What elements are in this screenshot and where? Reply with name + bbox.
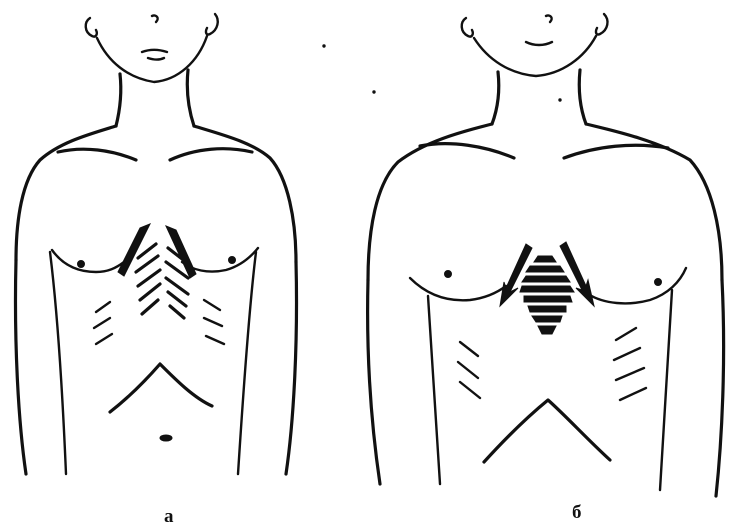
neck-right <box>579 70 586 124</box>
right-ear <box>206 14 218 35</box>
pectoral-line-left <box>410 278 506 300</box>
collarbone-left <box>420 144 514 158</box>
rib-left-1 <box>460 342 478 356</box>
rib-left-3 <box>96 334 112 344</box>
panel-b-figure <box>368 14 724 496</box>
rib-left-3 <box>460 382 480 398</box>
speck <box>373 91 375 93</box>
lip <box>148 58 164 60</box>
chin <box>546 15 552 22</box>
speck <box>559 99 561 101</box>
collarbone-left <box>58 149 136 160</box>
torso-right <box>238 252 256 474</box>
panel-a-label: а <box>164 506 174 528</box>
neck-left <box>116 74 121 126</box>
torso-left <box>428 296 440 484</box>
costal-arch-b <box>484 400 610 462</box>
costal-arch-a <box>110 364 212 412</box>
arm-left-outer <box>368 280 380 484</box>
panel-a-figure <box>15 14 296 474</box>
chin <box>152 15 158 22</box>
rib-right-3 <box>616 368 644 380</box>
rib-left-1 <box>96 302 110 312</box>
right-ear <box>596 14 607 35</box>
panel-b-label: б <box>572 502 582 524</box>
sternum-stripes <box>520 256 574 334</box>
pectoral-line-left <box>52 250 124 272</box>
rib-right-1 <box>204 300 220 310</box>
neck-right <box>187 70 194 126</box>
mouth <box>142 50 167 52</box>
left-ear <box>86 18 97 37</box>
jaw <box>474 36 596 76</box>
neck-left <box>492 72 499 124</box>
rib-right-2 <box>204 318 222 326</box>
speck <box>323 45 325 47</box>
rib-left-2 <box>458 362 478 378</box>
arm-left-outer <box>15 260 26 474</box>
nipple-left <box>445 271 452 278</box>
navel-a <box>160 435 172 441</box>
nipple-right <box>229 257 236 264</box>
rib-right-4 <box>620 388 646 400</box>
nipple-right <box>655 279 662 286</box>
arm-right-outer <box>286 262 297 474</box>
shoulder-left <box>16 126 116 260</box>
arm-right-outer <box>716 280 724 496</box>
torso-right <box>660 290 672 490</box>
rib-right-3 <box>206 336 224 344</box>
arrow-up-left <box>118 224 150 276</box>
left-ear <box>462 18 473 37</box>
collarbone-right <box>170 149 252 160</box>
rib-left-2 <box>94 318 110 328</box>
nipple-left <box>78 261 85 268</box>
shoulder-right <box>194 126 296 262</box>
torso-left <box>50 252 66 474</box>
rib-right-1 <box>616 328 636 340</box>
mouth <box>526 42 552 45</box>
arrow-up-right <box>166 226 196 278</box>
collarbone-right <box>564 145 668 158</box>
rib-right-2 <box>614 348 640 360</box>
